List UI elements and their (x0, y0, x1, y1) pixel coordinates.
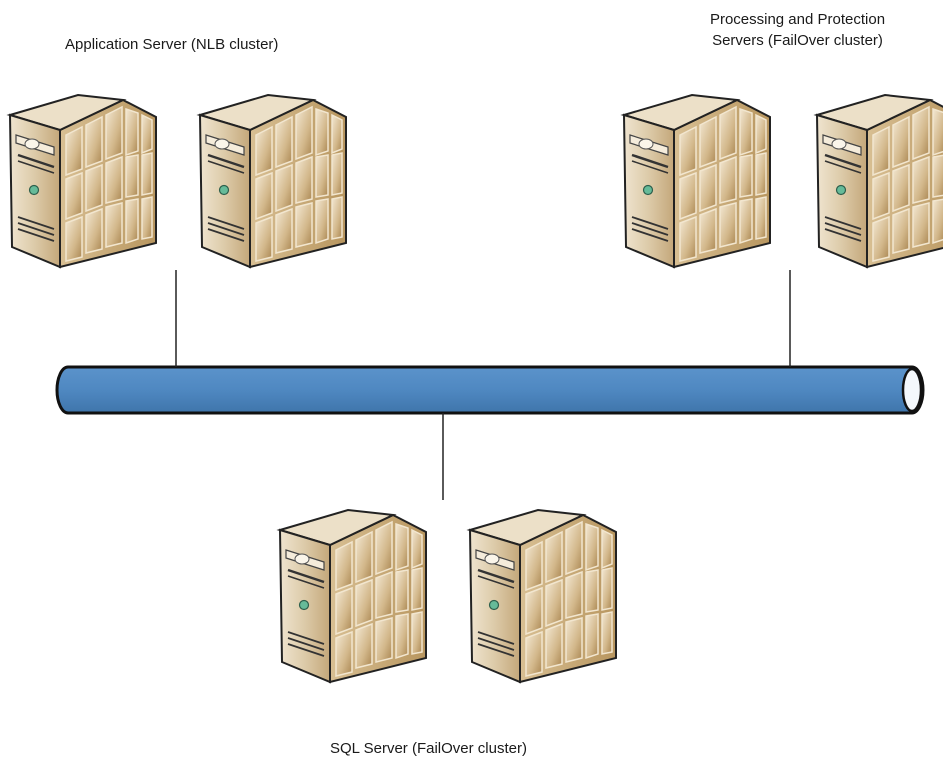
app-server-1-icon (8, 93, 158, 269)
processing-server-2-icon (815, 93, 943, 269)
sql-server-2-icon (468, 508, 618, 684)
processing-cluster-label: Processing and Protection Servers (FailO… (670, 9, 925, 51)
sql-server-1-icon (278, 508, 428, 684)
app-server-2-icon (198, 93, 348, 269)
sql-cluster-label: SQL Server (FailOver cluster) (330, 740, 527, 757)
app-cluster-label: Application Server (NLB cluster) (65, 36, 279, 53)
processing-server-1-icon (622, 93, 772, 269)
processing-cluster-label-line1: Processing and Protection (709, 11, 886, 28)
network-bus (55, 365, 925, 415)
processing-cluster-label-line2: Servers (FailOver cluster) (712, 32, 883, 49)
